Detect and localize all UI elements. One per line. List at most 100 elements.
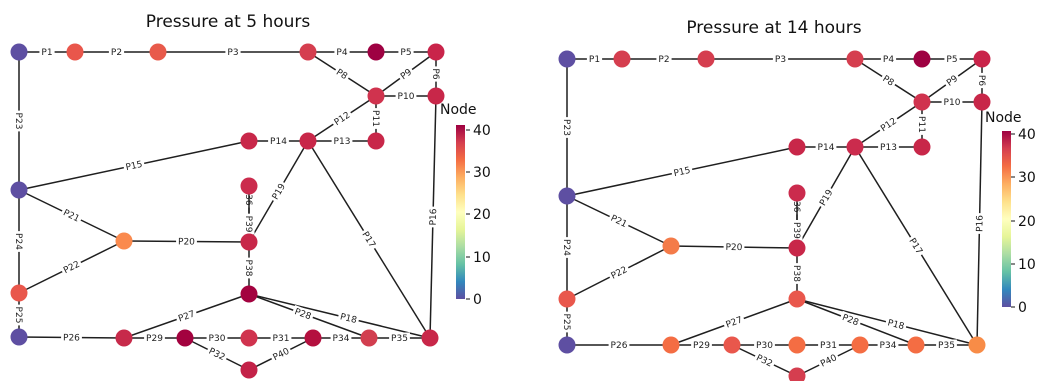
pipe-label-p14: P14 bbox=[818, 143, 835, 153]
colorbar-title: Node bbox=[440, 102, 477, 118]
pipe-label-p5: P5 bbox=[400, 48, 411, 58]
node-n4 bbox=[299, 43, 317, 61]
node-n5 bbox=[913, 50, 931, 68]
pipe-label-bg bbox=[880, 53, 897, 65]
pipe-label-bg bbox=[941, 96, 963, 108]
pipe-label-bg bbox=[561, 311, 573, 333]
pipe-label-bg bbox=[973, 212, 986, 235]
node-n17 bbox=[788, 290, 806, 308]
node-n25 bbox=[240, 361, 258, 379]
pipe-label-p4: P4 bbox=[883, 55, 894, 65]
node-n2 bbox=[613, 50, 631, 68]
node-n11 bbox=[240, 132, 258, 150]
pipe-label-bg bbox=[691, 339, 712, 351]
node-n24 bbox=[968, 336, 986, 354]
pipe-label-bg bbox=[876, 114, 901, 135]
colorbar-tick-label: 40 bbox=[1018, 127, 1036, 143]
pipe-label-p27: P27 bbox=[725, 315, 744, 330]
pipe-label-p20: P20 bbox=[725, 243, 742, 253]
node-n20 bbox=[723, 336, 741, 354]
pipe-label-p29: P29 bbox=[146, 334, 163, 344]
pipe-label-bg bbox=[608, 339, 630, 351]
pipe-label-bg bbox=[13, 110, 25, 132]
node-n3 bbox=[697, 50, 715, 68]
node-n11 bbox=[788, 138, 806, 156]
node-n8 bbox=[427, 87, 445, 105]
pipe-label-bg bbox=[59, 206, 84, 225]
node-n18 bbox=[558, 336, 576, 354]
pipe-label-bg bbox=[942, 71, 962, 90]
node-n8 bbox=[973, 93, 991, 111]
pipe-label-p15: P15 bbox=[125, 160, 144, 173]
pipe-label-bg bbox=[174, 307, 199, 325]
pipe-label-p16: P16 bbox=[429, 208, 439, 225]
pipe-label-bg bbox=[427, 206, 439, 228]
pipe-label-p20: P20 bbox=[178, 237, 195, 247]
pipe-label-bg bbox=[944, 53, 960, 65]
pipe-label-bg bbox=[13, 304, 25, 326]
pipe-label-bg bbox=[337, 310, 360, 327]
pipe-label-p24: P24 bbox=[13, 233, 23, 250]
pipe-label-p38: P38 bbox=[243, 260, 253, 277]
node-n15 bbox=[240, 233, 258, 251]
node-n15 bbox=[788, 239, 806, 257]
pipe-label-bg bbox=[754, 339, 775, 351]
pipe-label-bg bbox=[205, 344, 229, 364]
panel-title: Pressure at 14 hours bbox=[686, 18, 861, 38]
colorbar-tick-label: 30 bbox=[1018, 170, 1036, 186]
node-n7 bbox=[913, 93, 931, 111]
pipe-label-bg bbox=[670, 163, 694, 180]
node-n19 bbox=[115, 329, 133, 347]
pipe-label-bg bbox=[396, 65, 416, 83]
pipe-label-p23: P23 bbox=[13, 113, 23, 130]
pipe-label-p23: P23 bbox=[561, 119, 571, 136]
colorbar-tick-label: 0 bbox=[1018, 300, 1027, 316]
pipe-label-p25: P25 bbox=[13, 307, 23, 324]
pipe-label-p31: P31 bbox=[273, 334, 290, 344]
node-n7 bbox=[367, 87, 385, 105]
node-n24 bbox=[421, 329, 439, 347]
node-n18 bbox=[10, 328, 28, 346]
pipe-label-p3: P3 bbox=[227, 48, 238, 58]
pipe-label-p11: P11 bbox=[916, 116, 926, 133]
pipe-label-bg bbox=[144, 332, 165, 344]
pipe-label-p35: P35 bbox=[938, 341, 955, 351]
pipe-label-p36: P36 bbox=[791, 196, 801, 213]
pipe-label-p31: P31 bbox=[820, 341, 837, 351]
colorbar-tick-label: 40 bbox=[473, 123, 491, 139]
pipe-label-bg bbox=[331, 135, 353, 147]
pipe-label-p3: P3 bbox=[775, 55, 786, 65]
panel-title: Pressure at 5 hours bbox=[146, 12, 311, 32]
pipe-label-p2: P2 bbox=[658, 55, 669, 65]
pipe-label-bg bbox=[108, 46, 125, 58]
pipe-label-p18: P18 bbox=[339, 312, 358, 326]
pipe-label-bg bbox=[206, 332, 228, 344]
pipe-label-bg bbox=[243, 213, 255, 235]
node-n3 bbox=[149, 43, 167, 61]
pipe-label-p16: P16 bbox=[975, 215, 985, 232]
pipe-label-p11: P11 bbox=[370, 110, 380, 127]
pipe-label-bg bbox=[877, 339, 899, 351]
pipe-label-bg bbox=[722, 313, 746, 331]
node-n20 bbox=[176, 329, 194, 347]
pipe-label-bg bbox=[723, 241, 745, 253]
pipe-label-p2: P2 bbox=[111, 48, 122, 58]
node-n9 bbox=[367, 132, 385, 150]
pipe-label-bg bbox=[905, 234, 927, 258]
colorbar-tick-label: 30 bbox=[473, 165, 491, 181]
pipe-label-bg bbox=[398, 46, 414, 58]
pipe-label-p6: P6 bbox=[976, 75, 986, 86]
pipe-label-bg bbox=[39, 46, 55, 58]
node-n12 bbox=[299, 132, 317, 150]
pipe-label-bg bbox=[176, 235, 197, 248]
node-n16 bbox=[558, 290, 576, 308]
node-n25 bbox=[788, 367, 806, 381]
pipe-label-p1: P1 bbox=[41, 48, 52, 58]
node-n6 bbox=[427, 43, 445, 61]
